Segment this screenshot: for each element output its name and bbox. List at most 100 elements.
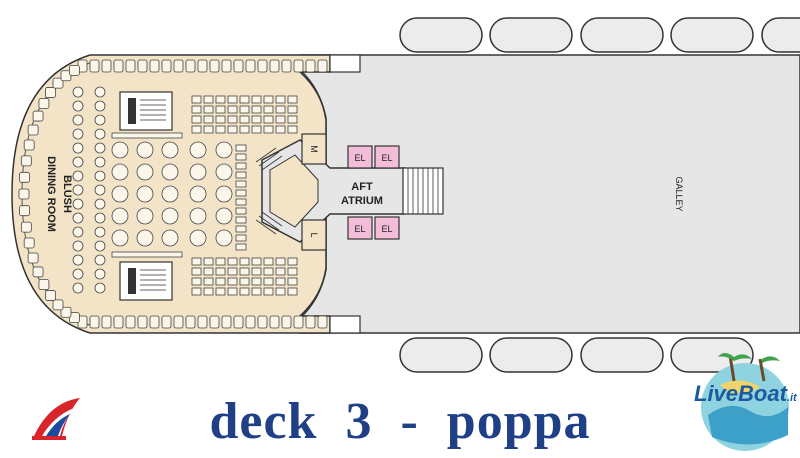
round-table: [136, 229, 154, 247]
booth-seat: [173, 59, 184, 73]
square-table: [239, 95, 250, 104]
square-table: [251, 287, 262, 296]
deck-plan: M L EL EL EL EL AFT ATRIUM GALLEY BLUSH …: [11, 17, 800, 373]
booth-seat: [149, 59, 160, 73]
square-table: [275, 267, 286, 276]
booth-seat: [113, 59, 124, 73]
booth-seat: [19, 171, 30, 183]
booth-seat: [305, 315, 316, 329]
square-table: [227, 125, 238, 134]
booth-seat: [60, 70, 72, 82]
square-table: [191, 257, 202, 266]
square-table: [227, 115, 238, 124]
small-table: [72, 170, 84, 182]
booth-seat: [185, 315, 196, 329]
square-table: [203, 95, 214, 104]
booth-seat: [221, 315, 232, 329]
restroom-l: L: [309, 232, 319, 237]
square-table: [191, 277, 202, 286]
round-table: [111, 163, 129, 181]
round-table: [189, 207, 207, 225]
booth-seat: [125, 59, 136, 73]
square-table: [263, 257, 274, 266]
round-table: [215, 141, 233, 159]
square-table: [227, 277, 238, 286]
small-table: [72, 114, 84, 126]
small-table: [72, 212, 84, 224]
atrium-label-2: ATRIUM: [341, 195, 383, 207]
restroom-m-box: [301, 133, 327, 165]
notch: [329, 315, 361, 334]
booth-seat: [52, 77, 64, 89]
perimeter-booths: [18, 59, 328, 329]
atrium-void: [269, 154, 319, 228]
booth-seat: [173, 315, 184, 329]
booth-seat: [18, 188, 30, 200]
square-table: [235, 153, 247, 161]
booth-seat: [293, 59, 304, 73]
square-table: [275, 277, 286, 286]
booth-seat: [20, 221, 32, 233]
small-table: [94, 86, 106, 98]
booth-seat: [281, 59, 292, 73]
booth-seat: [45, 87, 57, 98]
square-table: [215, 257, 226, 266]
restroom-m: M: [309, 145, 319, 153]
square-table: [239, 277, 250, 286]
booth-seat: [27, 252, 39, 264]
round-table: [215, 185, 233, 203]
square-table: [263, 125, 274, 134]
booth-seat: [317, 59, 328, 73]
small-table: [94, 170, 106, 182]
small-table: [72, 142, 84, 154]
square-table: [215, 115, 226, 124]
galley-label: GALLEY: [674, 176, 684, 211]
elevator-label: EL: [381, 224, 392, 234]
round-table: [111, 185, 129, 203]
square-table: [275, 95, 286, 104]
lifeboats-bottom: [399, 337, 754, 373]
round-table: [161, 185, 179, 203]
square-table: [215, 105, 226, 114]
booth-seat: [23, 139, 35, 151]
diagonal-stairs: [255, 147, 283, 235]
booth-seat: [32, 110, 44, 122]
booth-seat: [69, 64, 80, 76]
square-table: [287, 277, 298, 286]
square-table: [263, 105, 274, 114]
square-table: [263, 287, 274, 296]
booth-seat: [113, 315, 124, 329]
elevators: [347, 145, 400, 240]
square-table: [239, 257, 250, 266]
square-table: [191, 267, 202, 276]
booth-seat: [20, 155, 32, 167]
booth-seat: [89, 315, 100, 329]
small-table: [94, 212, 106, 224]
booth-seat: [233, 59, 244, 73]
small-table: [72, 240, 84, 252]
booth-seat: [209, 59, 220, 73]
square-table: [287, 105, 298, 114]
square-table: [215, 125, 226, 134]
square-table: [227, 95, 238, 104]
square-table: [235, 225, 247, 233]
booth-seat: [27, 124, 39, 136]
booth-seat: [197, 59, 208, 73]
lifeboat: [399, 337, 483, 373]
square-table: [239, 267, 250, 276]
lifeboat: [670, 17, 754, 53]
booth-seat: [293, 315, 304, 329]
round-table: [136, 141, 154, 159]
square-table: [251, 257, 262, 266]
restroom-l-box: [301, 219, 327, 251]
small-table: [72, 198, 84, 210]
booth-seat: [281, 315, 292, 329]
lifeboats-top: [399, 17, 800, 53]
small-table: [94, 184, 106, 196]
square-table: [263, 95, 274, 104]
square-table: [215, 267, 226, 276]
serving-counter: [111, 132, 183, 139]
square-table: [227, 105, 238, 114]
square-table: [287, 287, 298, 296]
round-table: [136, 207, 154, 225]
